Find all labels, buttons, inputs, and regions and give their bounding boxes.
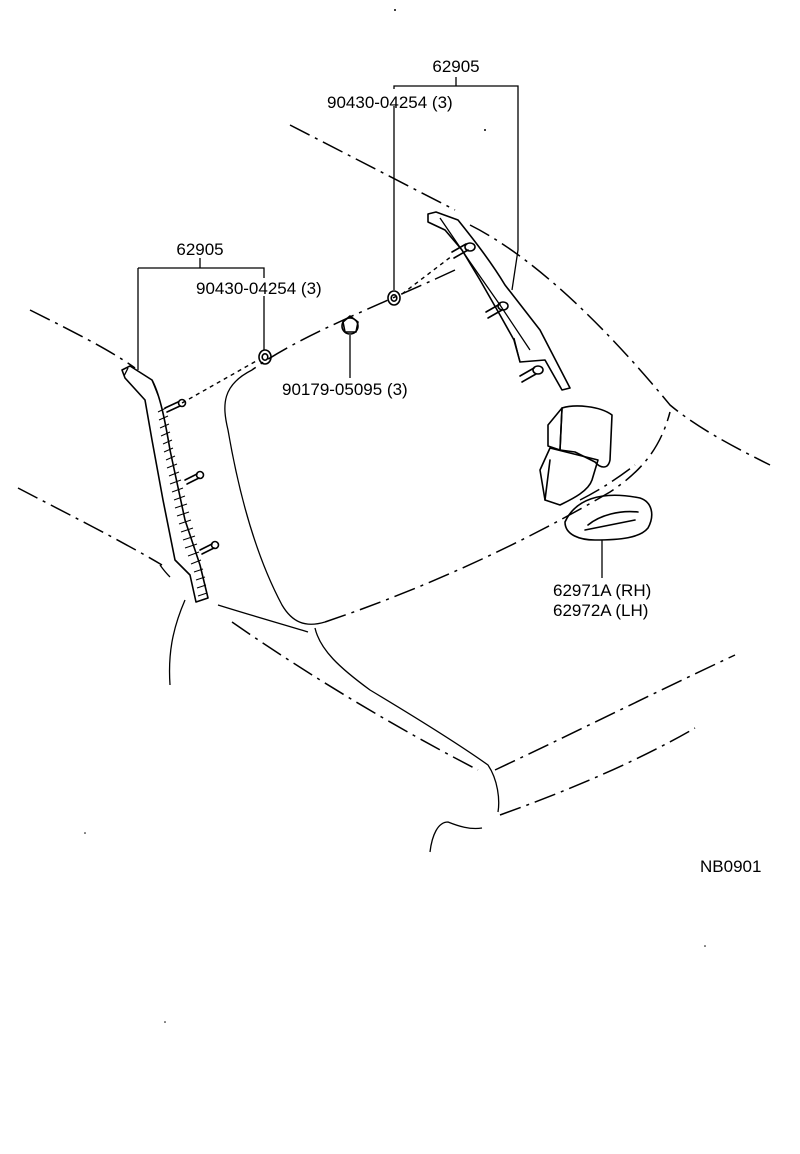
garnish-hatching: [157, 407, 208, 597]
callout-62905-left: 62905: [176, 240, 223, 259]
callout-62905-right: 62905: [432, 57, 479, 76]
callout-90430-right: 90430-04254 (3): [327, 93, 453, 112]
callout-90179: 90179-05095 (3): [282, 380, 408, 399]
leader-lines: [137, 77, 603, 578]
left-nut: [181, 349, 272, 404]
right-nut: [387, 255, 453, 306]
right-pillar-garnish: [427, 211, 571, 391]
right-garnish-studs: [451, 242, 544, 383]
callout-62971a: 62971A (RH): [553, 581, 651, 600]
callout-labels: 62905 90430-04254 (3) 62905 90430-04254 …: [176, 57, 761, 876]
figure-code: NB0901: [700, 857, 761, 876]
cowl-lines: [159, 564, 500, 853]
garnish-studs: [164, 398, 220, 555]
callout-90430-left: 90430-04254 (3): [196, 279, 322, 298]
left-pillar-garnish: [121, 365, 220, 603]
scan-specks: [84, 9, 706, 1023]
clip: [341, 315, 359, 335]
callout-62972a: 62972A (LH): [553, 601, 648, 620]
windshield-outline: [224, 269, 671, 625]
sun-visor: [539, 405, 653, 541]
